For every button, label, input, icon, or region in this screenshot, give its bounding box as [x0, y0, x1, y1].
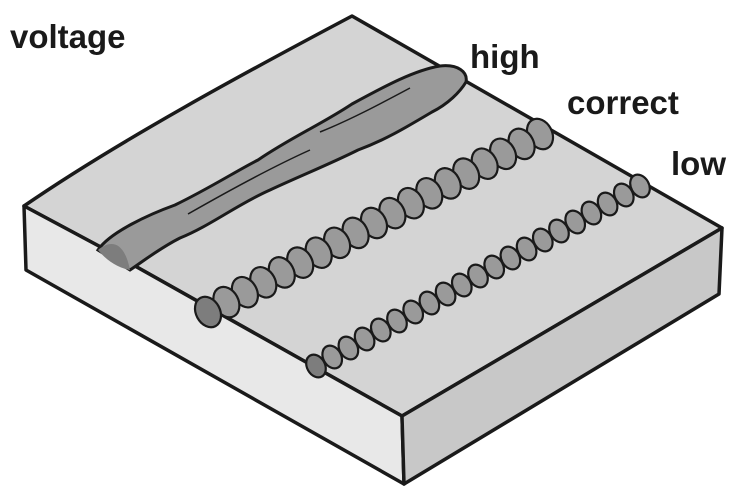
voltage-label: voltage [10, 18, 126, 55]
bead-low-ripple [305, 353, 327, 379]
bead-correct-ripple [193, 295, 223, 329]
weld-bead-high-voltage [95, 64, 468, 272]
weld-bead-correct-voltage [193, 117, 555, 329]
bead-high-ridge [187, 87, 411, 215]
correct-label: correct [567, 84, 679, 121]
high-label: high [470, 38, 540, 75]
plate-side-face [400, 226, 724, 486]
bead-high-shadow [98, 244, 130, 270]
bead-high-body [95, 64, 468, 272]
weld-bead-low-voltage [305, 173, 651, 379]
low-label: low [671, 145, 726, 182]
